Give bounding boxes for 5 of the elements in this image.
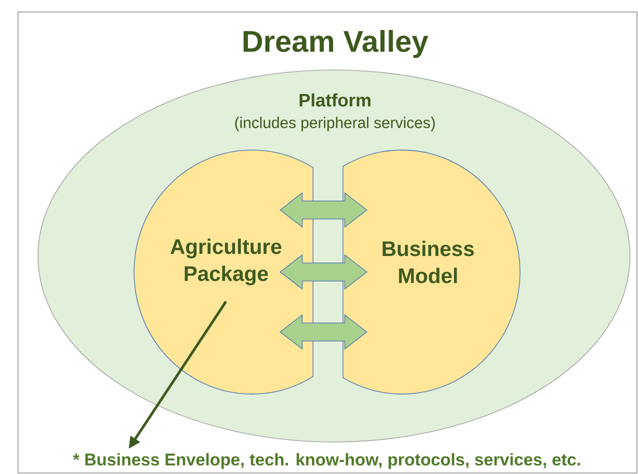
title: Dream Valley: [244, 30, 428, 58]
footnote: * Business Envelope, tech. know-how, protocols, services, etc.: [72, 453, 580, 469]
double-arrow: [280, 314, 368, 350]
double-arrow: [280, 192, 368, 228]
double-arrow: [280, 254, 368, 290]
